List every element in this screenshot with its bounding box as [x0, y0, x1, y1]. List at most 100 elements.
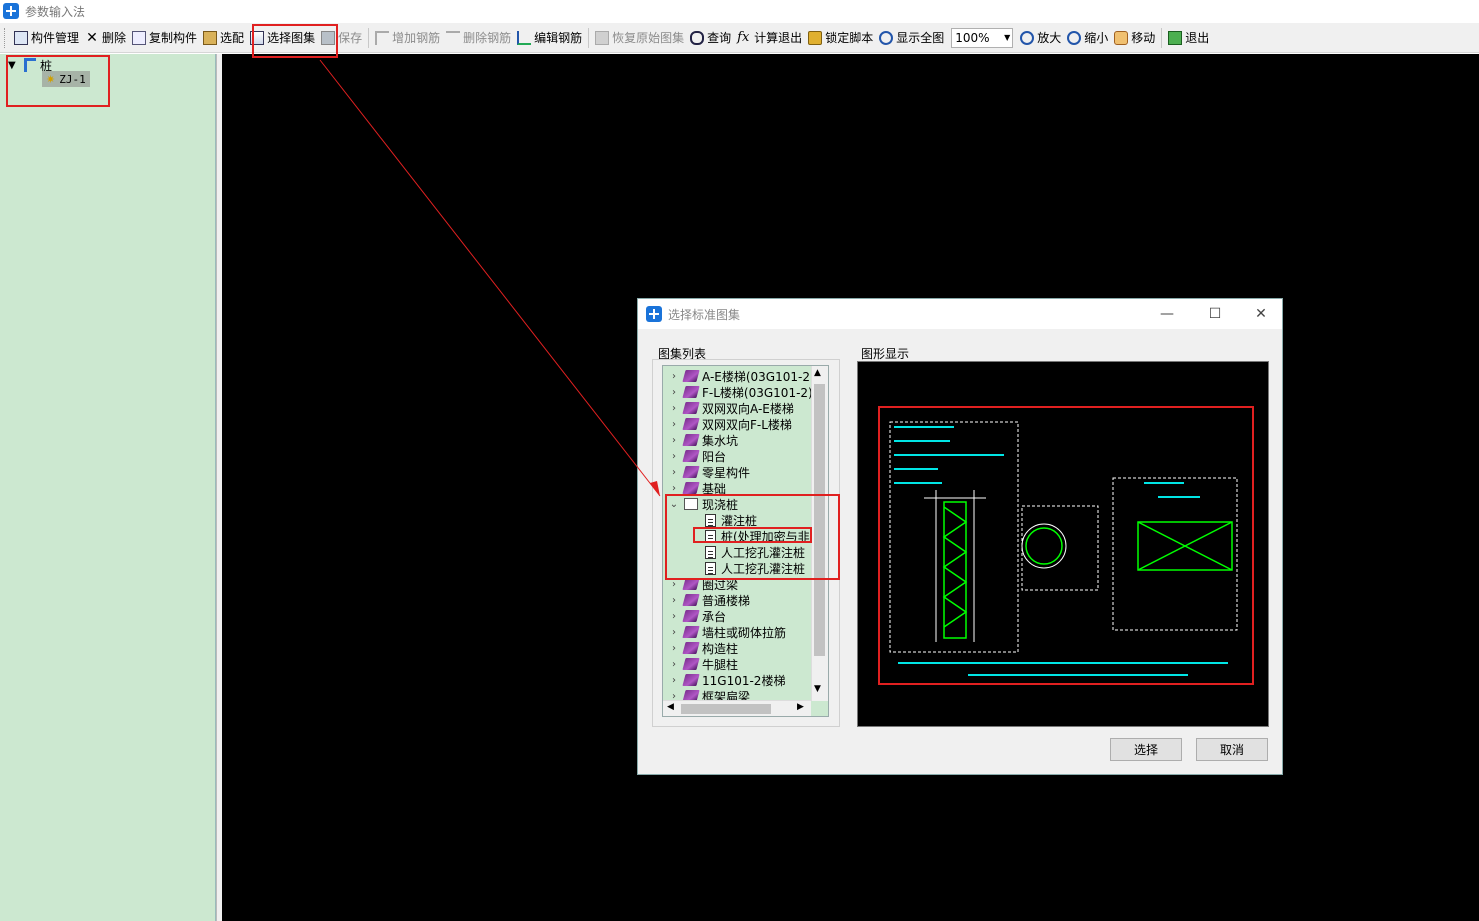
minimize-button[interactable]: —: [1160, 306, 1174, 322]
chevron-right-icon[interactable]: ›: [672, 402, 676, 414]
list-item-label: 双网双向F-L楼梯: [702, 417, 792, 432]
list-item[interactable]: › A-E楼梯(03G101-2): [663, 368, 815, 384]
book-icon: [682, 626, 700, 638]
toolbar-grip[interactable]: [4, 27, 7, 48]
chevron-right-icon[interactable]: ›: [672, 690, 676, 702]
list-item-label: 零星构件: [702, 465, 751, 480]
scroll-right-icon[interactable]: ▶: [797, 702, 804, 712]
list-item-label: 普通楼梯: [702, 593, 751, 608]
maximize-button[interactable]: ☐: [1208, 306, 1222, 322]
main-toolbar: 构件管理 ✕ 删除 复制构件 选配 选择图集 保存 增加钢筋 删除钢筋 编辑钢筋…: [0, 23, 1479, 53]
list-item[interactable]: › 普通楼梯: [663, 592, 750, 608]
list-item[interactable]: ›基础: [663, 480, 726, 496]
copy-icon: [132, 30, 147, 45]
chevron-right-icon[interactable]: ›: [672, 610, 676, 622]
list-item-label: 承台: [702, 609, 727, 624]
list-item-label: A-E楼梯(03G101-2): [702, 369, 815, 384]
delete-button[interactable]: ✕ 删除: [82, 26, 129, 50]
chevron-right-icon[interactable]: ›: [672, 482, 676, 494]
chevron-right-icon[interactable]: ›: [672, 450, 676, 462]
select-button[interactable]: 选择: [1110, 738, 1182, 761]
atlas-listbox[interactable]: › A-E楼梯(03G101-2)›F-L楼梯(03G101-2)›双网双向A-E…: [662, 365, 829, 717]
book-icon: [682, 450, 700, 462]
calc-exit-label: 计算退出: [754, 31, 803, 45]
horizontal-scroll-thumb[interactable]: [681, 704, 771, 714]
zoom-out-button[interactable]: 缩小: [1064, 26, 1111, 50]
scroll-down-icon[interactable]: ▼: [814, 684, 821, 694]
list-item-label: 桩(处理加密与非: [721, 529, 810, 544]
chevron-right-icon[interactable]: ›: [672, 418, 676, 430]
chevron-right-icon[interactable]: ›: [672, 642, 676, 654]
chevron-right-icon[interactable]: ›: [672, 658, 676, 670]
zoom-fit-icon: [879, 30, 894, 45]
chevron-right-icon[interactable]: ›: [672, 434, 676, 446]
book-icon: [682, 370, 700, 382]
list-item[interactable]: › 双网双向F-L楼梯: [663, 416, 792, 432]
chevron-right-icon[interactable]: ›: [672, 386, 676, 398]
chevron-down-icon: ▼: [1004, 33, 1011, 42]
exit-button[interactable]: 退出: [1165, 26, 1212, 50]
chevron-down-icon[interactable]: ▼: [8, 59, 16, 71]
chevron-right-icon[interactable]: ›: [672, 370, 676, 382]
tree-node-zj1[interactable]: ✷ ZJ-1: [42, 71, 90, 87]
list-item-child[interactable]: 人工挖孔灌注桩: [705, 560, 805, 576]
chevron-right-icon[interactable]: ›: [672, 466, 676, 478]
delete-rebar-button[interactable]: 删除钢筋: [443, 26, 514, 50]
list-item-child[interactable]: 灌注桩: [705, 512, 757, 528]
edit-rebar-button[interactable]: 编辑钢筋: [514, 26, 585, 50]
add-rebar-button[interactable]: 增加钢筋: [372, 26, 443, 50]
move-button[interactable]: 移动: [1111, 26, 1158, 50]
list-item[interactable]: ›圈过梁: [663, 576, 738, 592]
highlight-box-tree: [6, 55, 110, 107]
list-item[interactable]: ›双网双向A-E楼梯: [663, 400, 794, 416]
document-icon: [705, 561, 716, 575]
add-rebar-icon: [375, 30, 390, 45]
list-item[interactable]: ⌄ 现浇桩: [663, 496, 738, 512]
select-atlas-dialog: 选择标准图集 — ☐ ✕ 图集列表 图形显示 ›A-E楼梯(03G101-2)›…: [637, 298, 1283, 775]
chevron-right-icon[interactable]: ›: [672, 674, 676, 686]
lock-script-button[interactable]: 锁定脚本: [805, 26, 876, 50]
list-item[interactable]: ›牛腿柱: [663, 656, 738, 672]
highlight-box-pile-group: [665, 494, 840, 580]
close-button[interactable]: ✕: [1255, 306, 1267, 322]
query-label: 查询: [707, 31, 732, 45]
list-item[interactable]: ›墙柱或砌体拉筋: [663, 624, 786, 640]
panel-splitter[interactable]: [216, 54, 222, 921]
restore-atlas-button[interactable]: 恢复原始图集: [592, 26, 687, 50]
list-item-label: 现浇桩: [702, 497, 739, 512]
chevron-down-icon[interactable]: ⌄: [669, 498, 679, 510]
chevron-right-icon[interactable]: ›: [672, 594, 676, 606]
binoculars-icon: [690, 30, 705, 45]
book-icon: [682, 610, 700, 622]
show-all-button[interactable]: 显示全图: [876, 26, 947, 50]
list-item[interactable]: ›11G101-2楼梯: [663, 672, 785, 688]
zoom-select[interactable]: 100% ▼: [951, 27, 1014, 48]
scroll-up-icon[interactable]: ▲: [814, 368, 821, 378]
list-item[interactable]: ›集水坑: [663, 432, 738, 448]
chevron-right-icon[interactable]: ›: [672, 578, 676, 590]
vertical-scroll-thumb[interactable]: [814, 384, 825, 656]
scroll-left-icon[interactable]: ◀: [667, 702, 674, 712]
book-icon: [682, 466, 700, 478]
list-item[interactable]: ›构造柱: [663, 640, 738, 656]
restore-icon: [595, 30, 610, 45]
list-item[interactable]: ›阳台: [663, 448, 726, 464]
component-manage-button[interactable]: 构件管理: [11, 26, 82, 50]
calc-exit-button[interactable]: fx 计算退出: [734, 26, 805, 50]
tree-node-pile[interactable]: ▼ 桩: [8, 57, 52, 73]
select-match-button[interactable]: 选配: [200, 26, 247, 50]
query-button[interactable]: 查询: [687, 26, 734, 50]
chevron-right-icon[interactable]: ›: [672, 626, 676, 638]
add-rebar-label: 增加钢筋: [392, 31, 441, 45]
book-icon: [682, 674, 700, 686]
cancel-button[interactable]: 取消: [1196, 738, 1268, 761]
list-item-child[interactable]: 人工挖孔灌注桩: [705, 544, 805, 560]
zoom-in-button[interactable]: 放大: [1017, 26, 1064, 50]
copy-component-button[interactable]: 复制构件: [129, 26, 200, 50]
save-button[interactable]: 保存: [318, 26, 365, 50]
list-item[interactable]: › 承台: [663, 608, 726, 624]
list-item[interactable]: › 零星构件: [663, 464, 750, 480]
toolbar-separator: [588, 27, 590, 48]
list-item-label: 灌注桩: [721, 513, 758, 528]
list-item[interactable]: ›F-L楼梯(03G101-2): [663, 384, 813, 400]
